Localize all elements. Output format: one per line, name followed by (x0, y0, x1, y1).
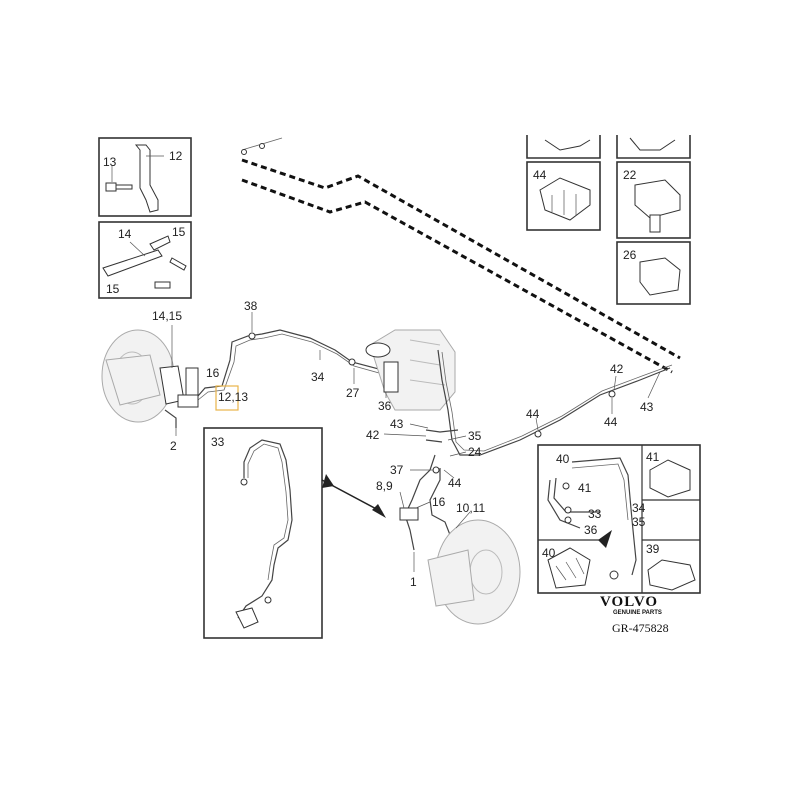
label-14-15: 14,15 (152, 309, 182, 323)
label-16-left: 16 (206, 366, 220, 380)
label-26-box: 26 (623, 248, 637, 262)
label-43-mid: 43 (390, 417, 404, 431)
label-40: 40 (556, 452, 570, 466)
callout-leaders (171, 312, 661, 572)
label-10-11: 10,11 (456, 501, 485, 515)
label-12-13: 12,13 (218, 390, 248, 404)
label-22-box: 22 (623, 168, 637, 182)
label-27: 27 (346, 386, 360, 400)
label-40-box: 40 (542, 546, 556, 560)
brand-name: VOLVO (600, 594, 658, 610)
callout-labels: 14,15 38 16 12,13 2 34 27 36 42 43 44 44… (152, 299, 654, 589)
label-35-right: 35 (632, 515, 646, 529)
label-44-low: 44 (448, 476, 462, 490)
label-2: 2 (170, 439, 177, 453)
label-41-box: 41 (646, 450, 660, 464)
detail-box-44-clip: 44 (526, 161, 601, 231)
label-34-right: 34 (632, 501, 646, 515)
label-15-bottom: 15 (106, 282, 120, 296)
detail-box-partial-top-2 (616, 135, 691, 159)
label-13: 13 (103, 155, 117, 169)
label-14: 14 (118, 227, 132, 241)
label-12: 12 (169, 149, 183, 163)
detail-box-partial-top-1 (526, 135, 601, 159)
right-brake-disc (427, 519, 521, 625)
label-16-right: 16 (432, 495, 446, 509)
detail-box-33-hose: 33 (203, 427, 323, 639)
label-1: 1 (410, 575, 417, 589)
label-33-right: 33 (588, 507, 602, 521)
detail-box-bracket-14-15: 14 15 15 (98, 221, 192, 299)
inset-pointer-arrow (321, 474, 386, 518)
label-34: 34 (311, 370, 325, 384)
label-44-right: 44 (604, 415, 618, 429)
label-38: 38 (244, 299, 258, 313)
label-42-top: 42 (610, 362, 624, 376)
label-33-inset: 33 (211, 435, 225, 449)
detail-panel-pipe-clips: 40 41 41 34 33 36 35 40 39 (537, 444, 701, 594)
label-35: 35 (468, 429, 482, 443)
label-43-right: 43 (640, 400, 654, 414)
label-39-box: 39 (646, 542, 660, 556)
label-44-box: 44 (533, 168, 547, 182)
detail-box-26-clip: 26 (616, 241, 691, 305)
label-24: 24 (468, 445, 482, 459)
detail-box-22-clip: 22 (616, 161, 691, 239)
label-37: 37 (390, 463, 404, 477)
label-44-mid: 44 (526, 407, 540, 421)
brand-tagline: GENUINE PARTS (613, 610, 662, 616)
label-36-right: 36 (584, 523, 598, 537)
highlight-box-12-13 (215, 385, 239, 411)
label-42-mid: 42 (366, 428, 380, 442)
label-36: 36 (378, 399, 392, 413)
figure-code: GR-475828 (612, 621, 669, 635)
label-41: 41 (578, 481, 592, 495)
dashed-brake-lines (241, 137, 681, 374)
label-8-9: 8,9 (376, 479, 393, 493)
label-15-top: 15 (172, 225, 186, 239)
detail-box-bracket-12-13: 13 12 (98, 137, 192, 217)
volvo-branding: VOLVO GENUINE PARTS GR-475828 (600, 594, 669, 635)
